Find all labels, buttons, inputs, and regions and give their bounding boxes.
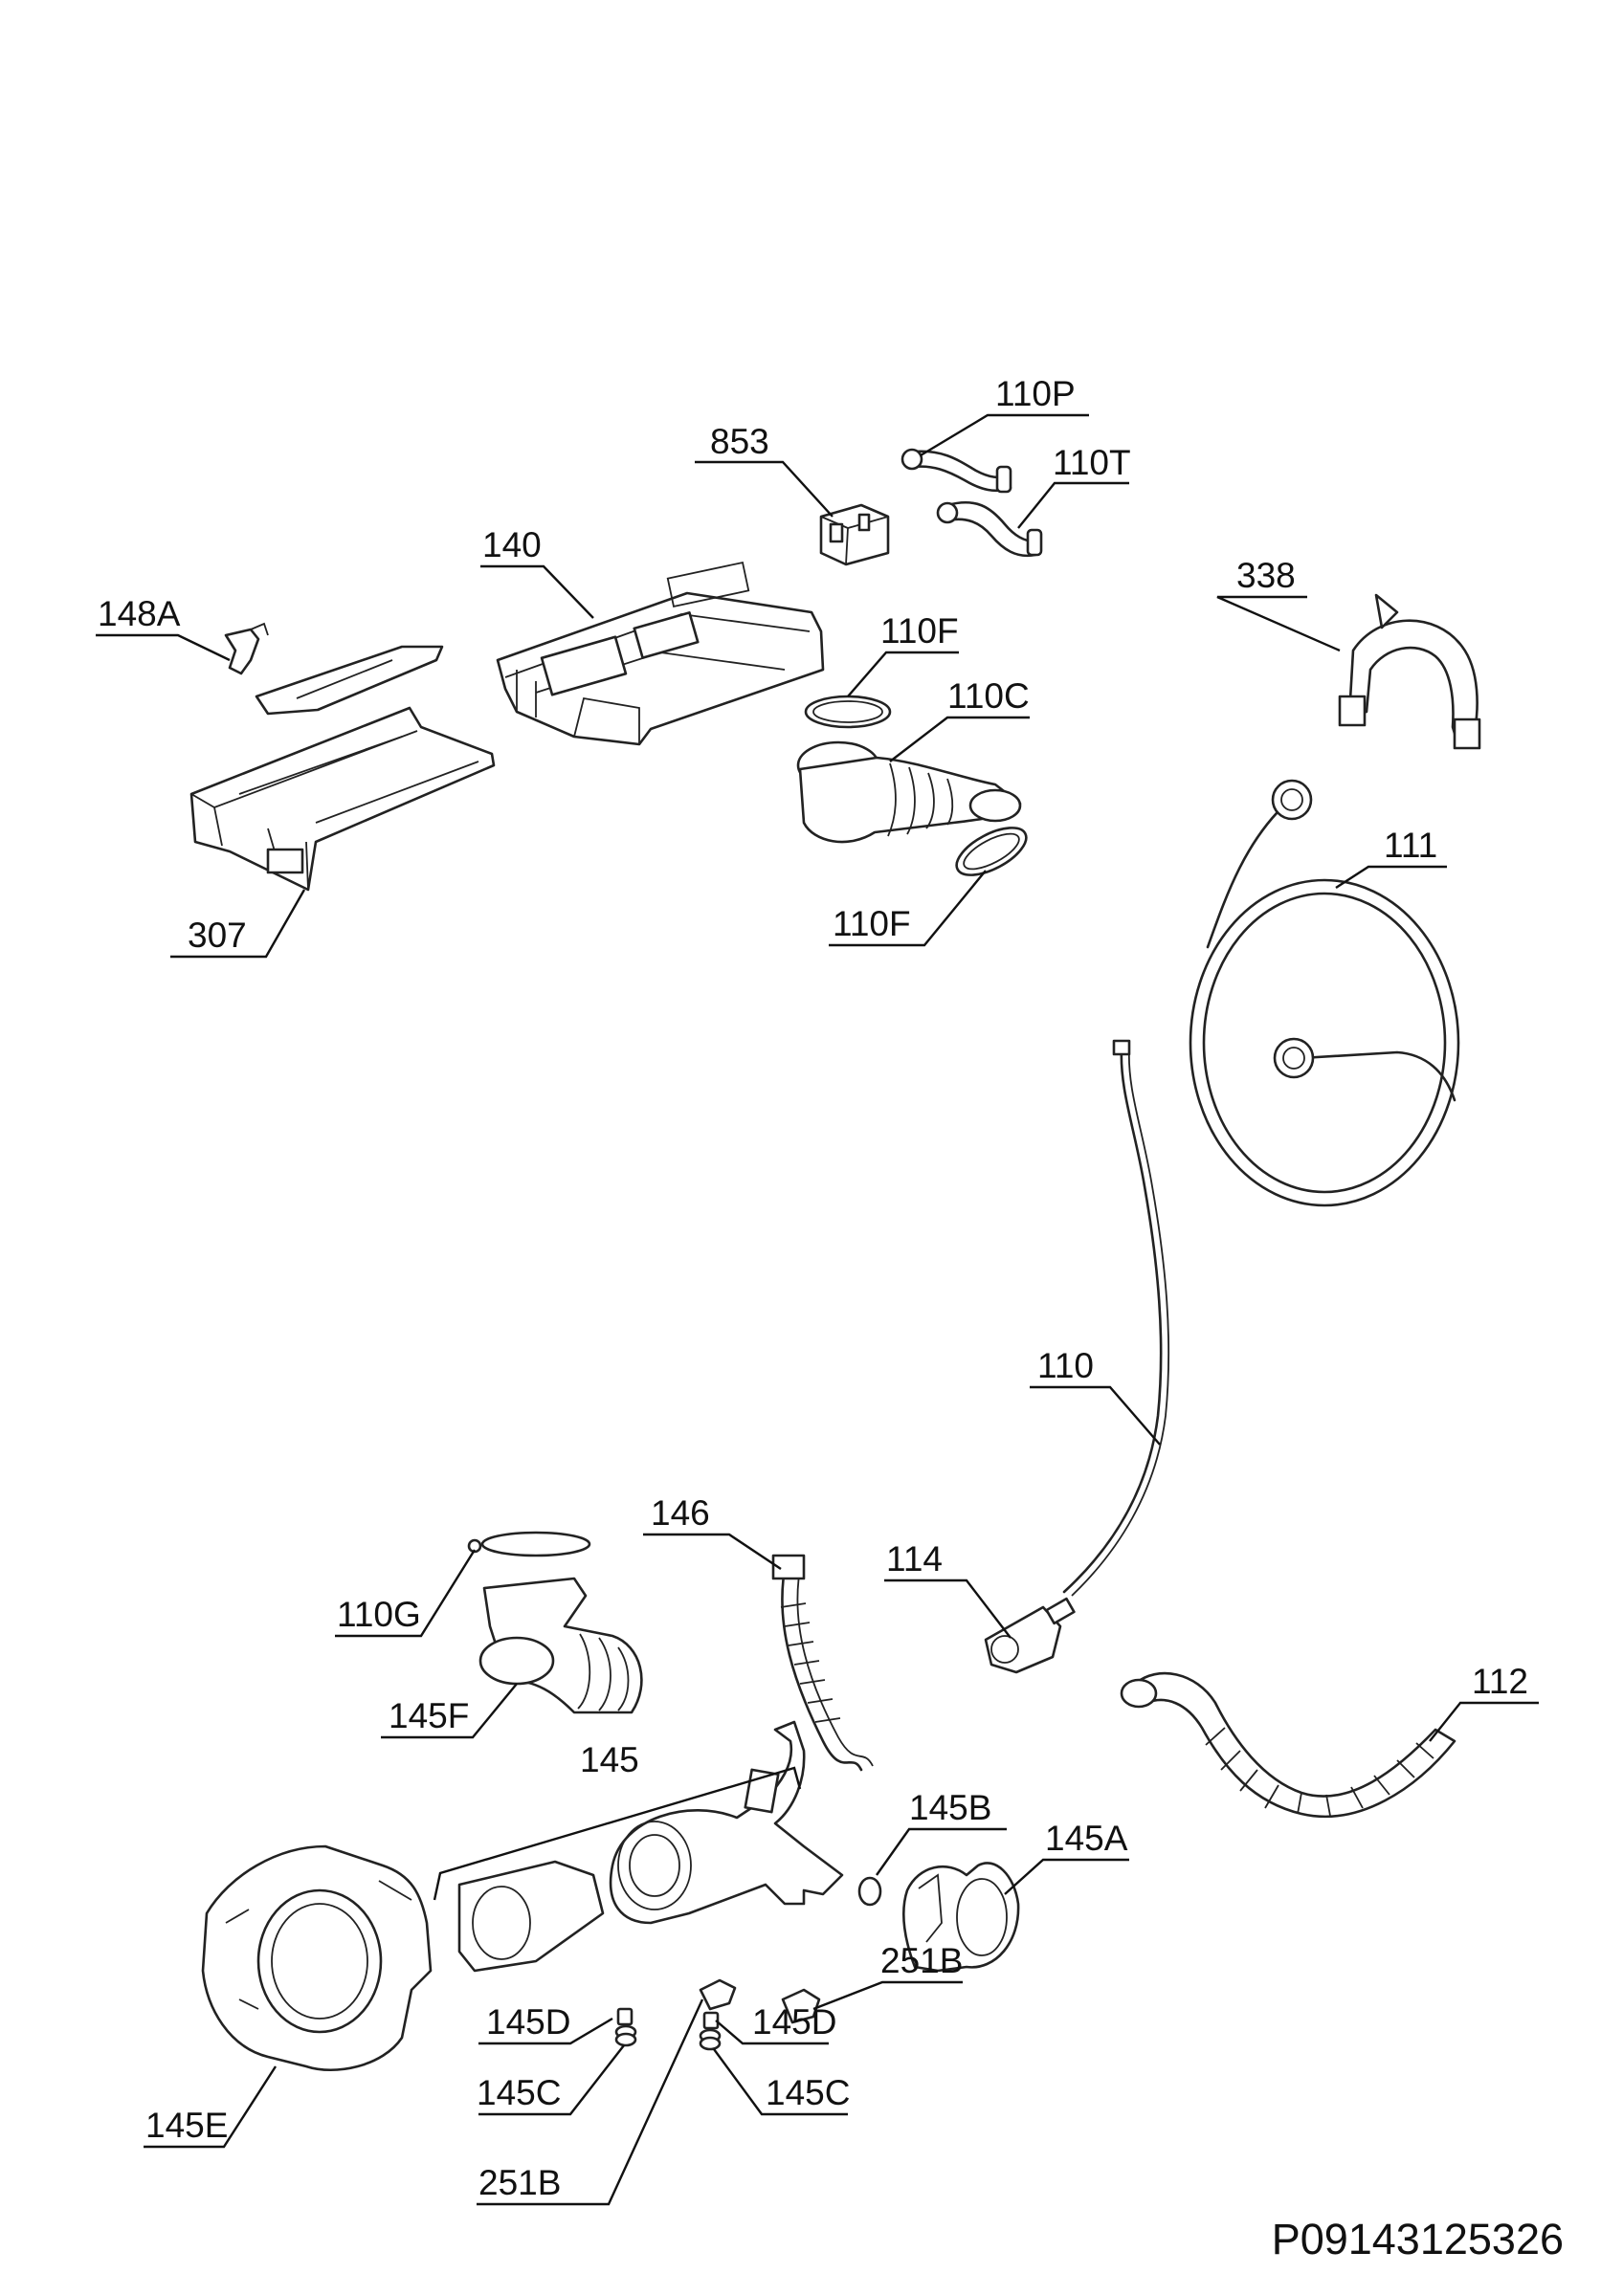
small-parts-left-drawing bbox=[614, 2007, 637, 2047]
pump-housing-145e-drawing bbox=[201, 1844, 433, 2072]
label-110g: 110G bbox=[337, 1595, 421, 1634]
clip-148a-drawing bbox=[224, 622, 269, 675]
label-114: 114 bbox=[886, 1539, 943, 1578]
hose-110-drawing bbox=[1062, 1039, 1170, 1597]
label-146: 146 bbox=[651, 1493, 710, 1533]
small-parts-center-drawing bbox=[699, 1978, 737, 2051]
label-110f-bottom: 110F bbox=[833, 904, 911, 943]
label-110: 110 bbox=[1037, 1346, 1094, 1385]
pump-cover-145a-drawing bbox=[902, 1862, 1020, 1973]
label-112: 112 bbox=[1472, 1662, 1528, 1701]
cover-piece-drawing bbox=[255, 645, 444, 716]
label-145e: 145E bbox=[145, 2106, 228, 2145]
label-110p: 110P bbox=[995, 374, 1076, 413]
label-145c-right: 145C bbox=[766, 2073, 850, 2112]
drain-pump-145-drawing bbox=[457, 1720, 844, 1973]
label-145f: 145F bbox=[389, 1696, 469, 1735]
label-251b-bottom: 251B bbox=[478, 2163, 561, 2202]
leader-lines bbox=[96, 413, 1539, 2206]
label-145d-left: 145D bbox=[486, 2002, 570, 2042]
oring-145b-drawing bbox=[857, 1876, 882, 1907]
hose-110p-drawing bbox=[900, 448, 1012, 494]
drain-hose-112-drawing bbox=[1120, 1671, 1456, 1819]
label-110f-top: 110F bbox=[880, 611, 959, 651]
label-145: 145 bbox=[580, 1740, 639, 1779]
label-145d-right: 145D bbox=[752, 2002, 836, 2042]
label-307: 307 bbox=[188, 916, 247, 955]
label-145b: 145B bbox=[909, 1788, 991, 1827]
ring-110f-bottom-drawing bbox=[955, 827, 1028, 876]
label-145a: 145A bbox=[1045, 1819, 1128, 1858]
label-110c: 110C bbox=[947, 676, 1030, 716]
drawing-code: P09143125326 bbox=[1272, 2215, 1564, 2263]
label-148a: 148A bbox=[98, 594, 181, 633]
part-853-drawing bbox=[819, 503, 890, 566]
connector-114-drawing bbox=[984, 1597, 1076, 1674]
label-853: 853 bbox=[710, 422, 769, 461]
label-338: 338 bbox=[1236, 556, 1296, 595]
label-251b-right: 251B bbox=[880, 1941, 963, 1980]
label-145c-left: 145C bbox=[477, 2073, 561, 2112]
label-111: 111 bbox=[1384, 826, 1437, 865]
dispenser-drawer-307-drawing bbox=[189, 706, 496, 892]
ring-110g-drawing bbox=[467, 1531, 591, 1557]
label-140: 140 bbox=[482, 525, 542, 564]
hose-146-drawing bbox=[771, 1554, 874, 1772]
hose-support-338-drawing bbox=[1338, 593, 1481, 750]
bellows-110c-drawing bbox=[796, 740, 1022, 844]
dispenser-housing-140-drawing bbox=[496, 561, 825, 746]
hose-110t-drawing bbox=[936, 500, 1043, 558]
sump-bellows-145f-drawing bbox=[478, 1577, 643, 1714]
label-110t: 110T bbox=[1053, 443, 1131, 482]
inlet-hose-111-drawing bbox=[1189, 779, 1460, 1207]
